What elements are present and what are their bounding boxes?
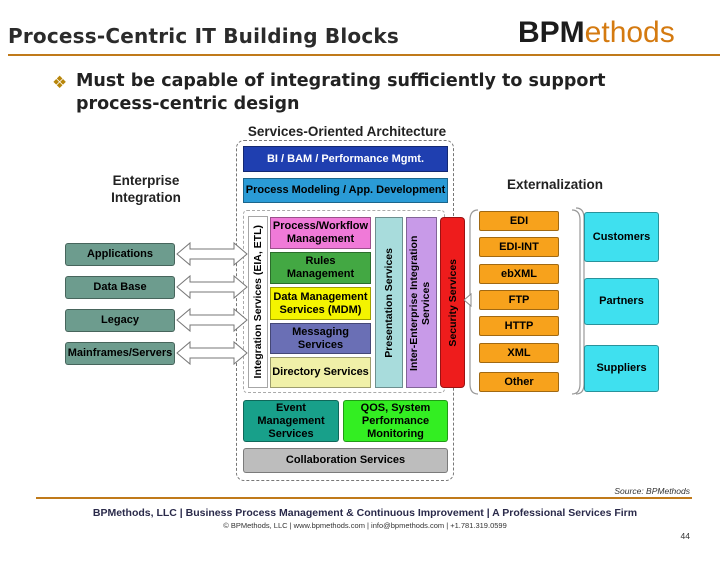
integration-arrows (176, 241, 248, 366)
messaging-services-box: Messaging Services (270, 323, 371, 354)
protocol-edi-int: EDI-INT (479, 237, 559, 257)
arrow-icon (176, 274, 248, 300)
arrow-icon (176, 340, 248, 366)
customers-box: Customers (584, 212, 659, 262)
protocol-http: HTTP (479, 316, 559, 336)
event-management-box: Event Management Services (243, 400, 339, 442)
footer-contact: © BPMethods, LLC | www.bpmethods.com | i… (223, 521, 507, 530)
protocol-ftp: FTP (479, 290, 559, 310)
protocol-ebxml: ebXML (479, 264, 559, 284)
title-divider (8, 54, 720, 56)
presentation-services: Presentation Services (375, 217, 403, 388)
partners-box: Partners (584, 278, 659, 325)
footer-main: BPMethods, LLC | Business Process Manage… (92, 507, 638, 519)
integration-services: Integration Services (EIA, ETL) (248, 216, 268, 388)
slide-title: Process-Centric IT Building Blocks (8, 24, 399, 48)
protocol-xml: XML (479, 343, 559, 363)
database-box: Data Base (65, 276, 175, 299)
process-workflow-box: Process/Workflow Management (270, 217, 371, 249)
protocol-edi: EDI (479, 211, 559, 231)
arrow-icon (176, 307, 248, 333)
process-modeling-layer: Process Modeling / App. Development (243, 178, 448, 203)
page-number: 44 (680, 531, 690, 541)
rules-management-box: Rules Management (270, 252, 371, 284)
applications-box: Applications (65, 243, 175, 266)
suppliers-box: Suppliers (584, 345, 659, 392)
data-management-box: Data Management Services (MDM) (270, 287, 371, 320)
bi-bam-layer: BI / BAM / Performance Mgmt. (243, 146, 448, 172)
security-services: Security Services (440, 217, 465, 388)
qos-monitoring-box: QOS, System Performance Monitoring (343, 400, 448, 442)
soa-heading: Services-Oriented Architecture (247, 124, 447, 139)
collaboration-services-box: Collaboration Services (243, 448, 448, 473)
enterprise-integration-heading: Enterprise Integration (111, 173, 181, 205)
source-note: Source: BPMethods (614, 486, 690, 496)
inter-enterprise-services: Inter-Enterprise Integration Services (406, 217, 437, 388)
bpmethods-logo: BPMethods (518, 16, 675, 49)
externalization-heading: Externalization (506, 177, 604, 192)
arrow-icon (176, 241, 248, 267)
footer-divider (36, 497, 692, 499)
mainframes-servers-box: Mainframes/Servers (65, 342, 175, 365)
bullet-point: Must be capable of integrating sufficien… (76, 71, 606, 114)
diamond-bullet-icon: ❖ (52, 73, 68, 93)
directory-services-box: Directory Services (270, 357, 371, 388)
protocol-brackets (464, 209, 581, 395)
legacy-box: Legacy (65, 309, 175, 332)
protocol-other: Other (479, 372, 559, 392)
